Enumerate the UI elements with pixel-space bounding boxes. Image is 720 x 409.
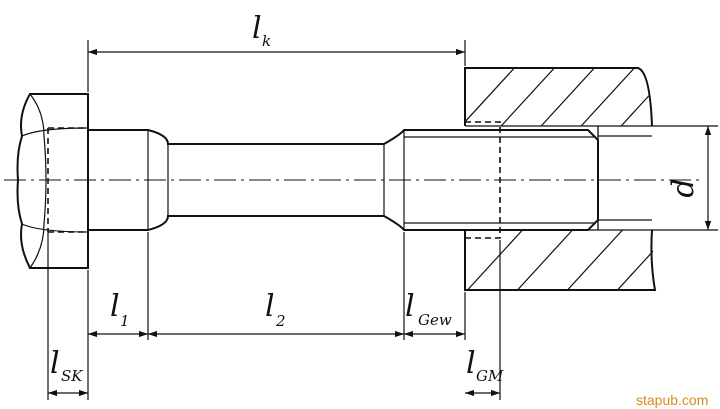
label-l1: l 1 [110,289,130,330]
label-d: d [666,178,701,197]
label-lk-sub: k [262,32,271,50]
label-l1-sub: 1 [120,312,130,330]
label-lsk-main: l [50,346,60,381]
label-lsk-sub: SK [61,367,83,385]
label-l1-main: l [110,289,120,324]
dimension-lines [48,48,712,397]
label-lgew: l Gew [405,289,452,329]
label-l2-sub: 2 [275,312,286,330]
label-lgm-sub: GM [476,367,504,385]
label-lk: l k [252,11,271,50]
watermark: stapub.com [636,392,708,408]
label-lgew-sub: Gew [418,311,452,329]
extension-lines [47,40,718,400]
bolt-head [16,93,89,269]
label-l2-main: l [265,289,275,324]
label-lk-main: l [252,11,262,46]
label-lgew-main: l [405,289,415,324]
label-lsk: l SK [50,346,83,385]
label-l2: l 2 [265,289,286,330]
label-lgm: l GM [466,346,504,385]
label-lgm-main: l [466,346,476,381]
